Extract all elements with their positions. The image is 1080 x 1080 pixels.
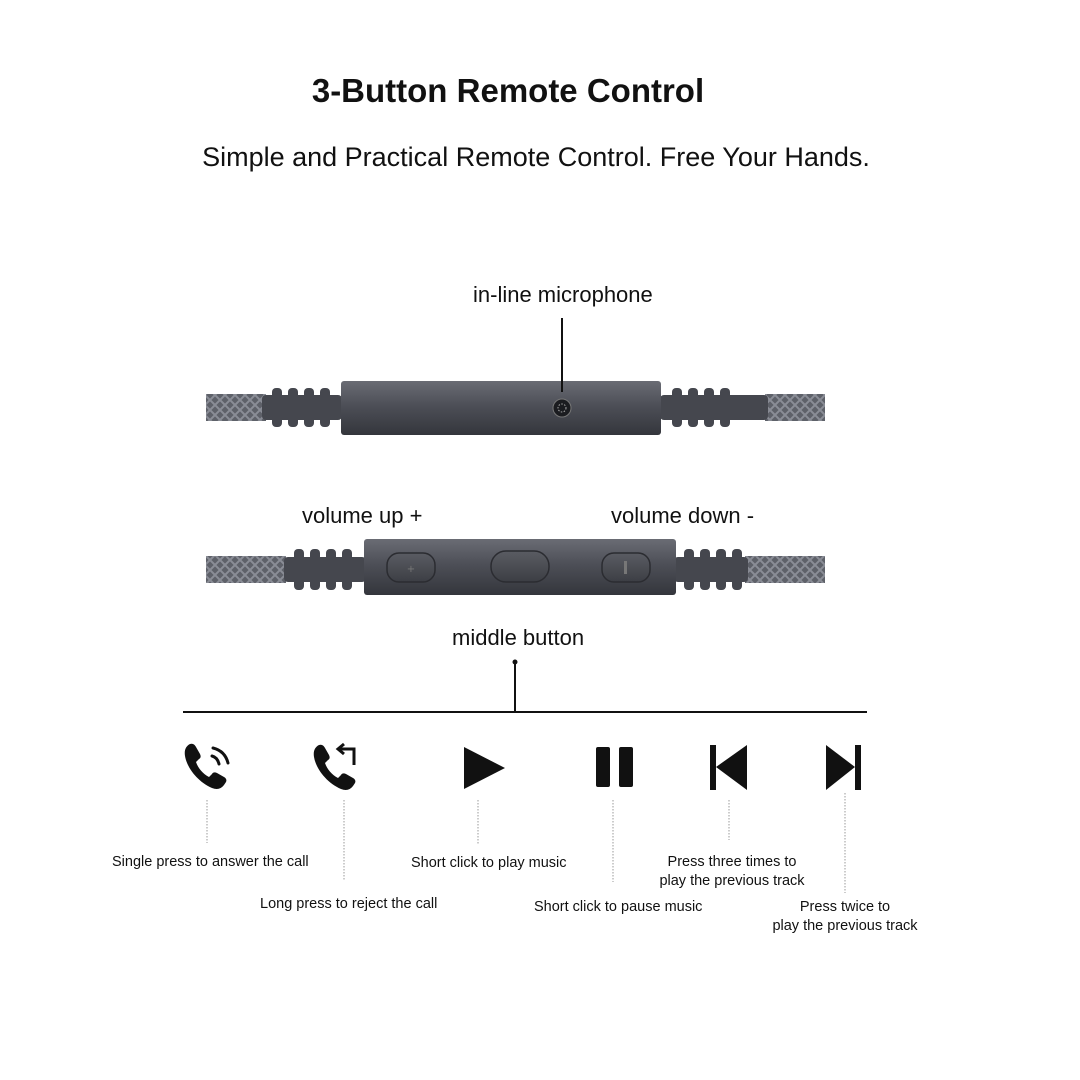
- caption-previous-track-line2: play the previous track: [659, 873, 805, 889]
- phone-reject-icon: [313, 742, 356, 790]
- strain-relief-right-bottom: [674, 549, 748, 590]
- previous-track-icon: [710, 745, 747, 790]
- caption-answer-call: Single press to answer the call: [112, 854, 309, 870]
- volume-up-button: [386, 552, 436, 583]
- caption-next-track-line1: Press twice to: [799, 899, 891, 915]
- phone-answer-icon: [184, 743, 230, 789]
- page-title: 3-Button Remote Control: [311, 72, 705, 109]
- caption-previous-track-line1: Press three times to: [667, 854, 797, 870]
- cable-right-bottom: [745, 556, 825, 583]
- cable-right: [765, 394, 825, 421]
- play-icon: [464, 747, 505, 789]
- strain-relief-left: [262, 388, 342, 427]
- caption-play-music: Short click to play music: [411, 855, 567, 871]
- microphone-label: in-line microphone: [473, 282, 653, 307]
- caption-pause-music: Short click to pause music: [534, 899, 703, 915]
- strain-relief-left-bottom: [284, 549, 366, 590]
- caption-next-track-line2: play the previous track: [772, 918, 918, 934]
- caption-next-track: Press twice to play the previous track: [772, 898, 918, 936]
- cable-left: [206, 394, 266, 421]
- middle-button-label: middle button: [452, 625, 585, 650]
- next-track-icon: [826, 745, 861, 790]
- microphone-icon: [552, 398, 572, 418]
- caption-reject-call: Long press to reject the call: [260, 896, 438, 912]
- svg-text:+: +: [407, 564, 415, 575]
- pause-icon: [596, 747, 633, 787]
- strain-relief-right: [660, 388, 768, 427]
- middle-button: [490, 550, 550, 583]
- cable-left-bottom: [206, 556, 286, 583]
- remote-body-top: [341, 381, 661, 435]
- page-subtitle: Simple and Practical Remote Control. Fre…: [202, 142, 870, 172]
- volume-down-label: volume down -: [611, 503, 755, 528]
- bottom-remote: +: [206, 539, 825, 595]
- volume-up-label: volume up +: [302, 503, 423, 528]
- top-remote: [206, 381, 825, 435]
- caption-previous-track: Press three times to play the previous t…: [657, 853, 807, 891]
